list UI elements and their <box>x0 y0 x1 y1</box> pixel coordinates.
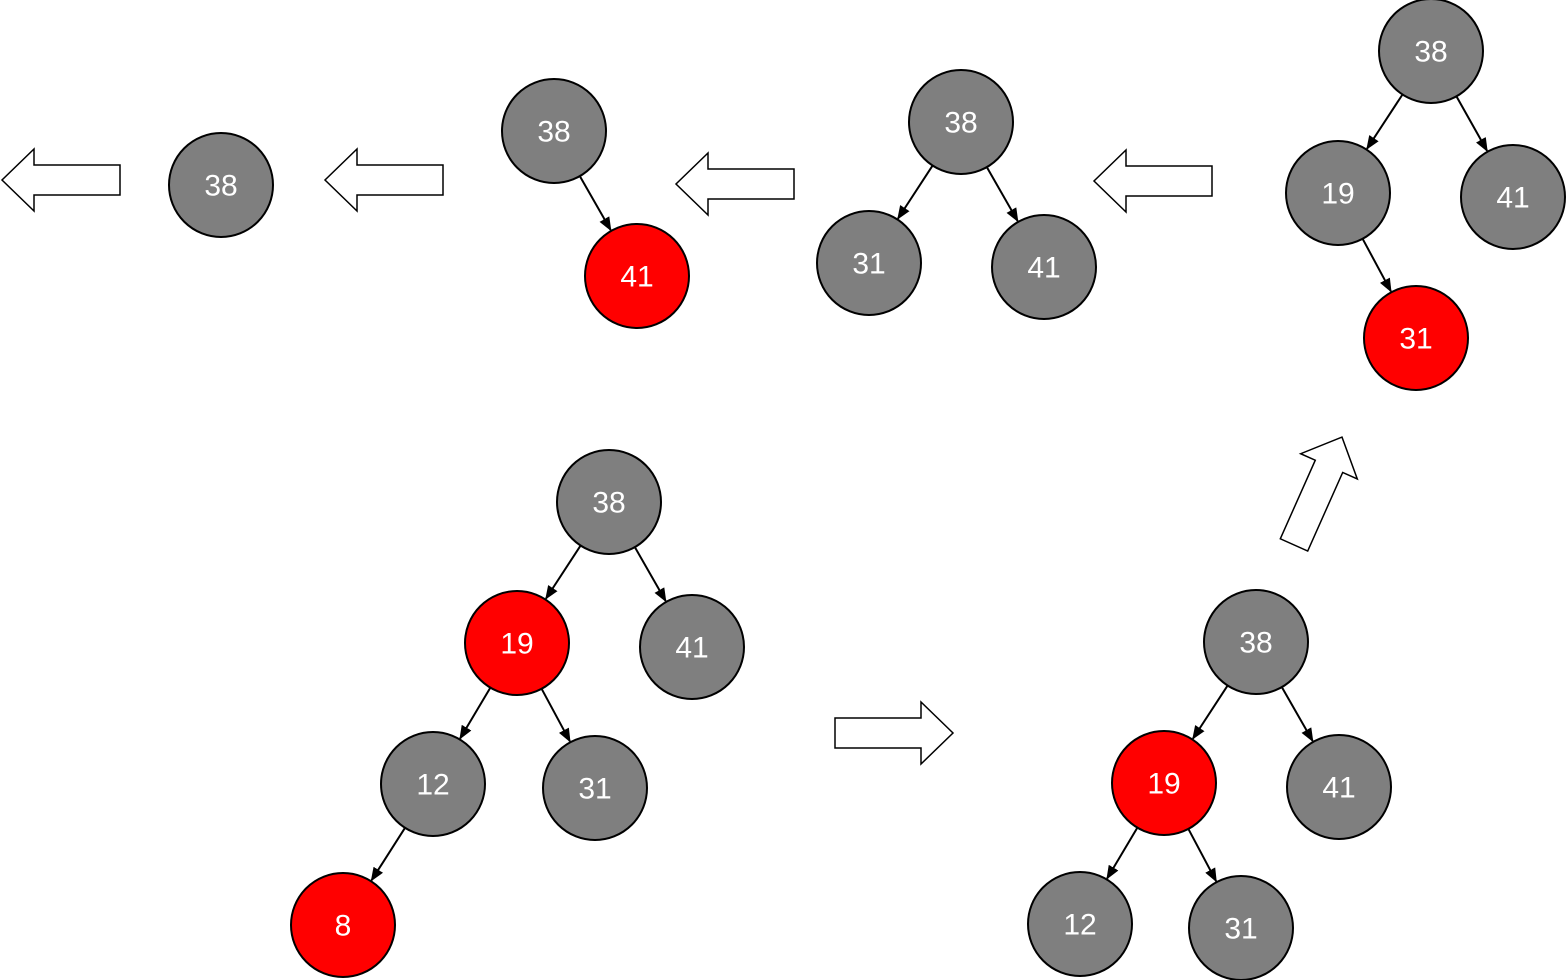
tree-edge <box>1187 828 1218 883</box>
node-label: 38 <box>1414 36 1447 69</box>
tree-node-31: 31 <box>542 735 648 841</box>
tree-node-38: 38 <box>556 449 662 555</box>
black-node-circle <box>556 449 662 555</box>
tree-edge <box>459 687 492 740</box>
black-node-circle <box>1027 871 1133 977</box>
tree-3-edges <box>897 165 1019 223</box>
black-node-circle <box>639 594 745 700</box>
tree-2: 38 41 <box>501 78 690 329</box>
node-label: 38 <box>204 170 237 203</box>
red-node-circle <box>464 590 570 696</box>
tree-edge <box>1106 827 1139 880</box>
tree-edge <box>1361 238 1392 293</box>
tree-6: 38 19 41 12 31 8 <box>290 449 745 978</box>
node-label: 38 <box>944 107 977 140</box>
black-node-circle <box>1188 875 1294 980</box>
tree-edge <box>1192 685 1229 740</box>
tree-node-41: 41 <box>1460 144 1566 250</box>
node-label: 41 <box>620 261 653 294</box>
node-label: 41 <box>675 632 708 665</box>
tree-node-19: 19 <box>464 590 570 696</box>
node-label: 31 <box>578 773 611 806</box>
node-label: 31 <box>1224 913 1257 946</box>
black-node-circle <box>1285 140 1391 246</box>
node-label: 41 <box>1027 252 1060 285</box>
node-label: 8 <box>335 910 352 943</box>
node-label: 12 <box>1063 909 1096 942</box>
black-node-circle <box>542 735 648 841</box>
red-node-circle <box>584 223 690 329</box>
black-node-circle <box>816 210 922 316</box>
node-label: 19 <box>1147 768 1180 801</box>
step-block-arrow-icon <box>834 700 955 766</box>
tree-edge <box>1366 93 1404 150</box>
black-node-circle <box>908 69 1014 175</box>
step-block-arrow-icon <box>674 151 795 217</box>
red-node-circle <box>290 872 396 978</box>
black-node-circle <box>991 214 1097 320</box>
node-label: 41 <box>1496 182 1529 215</box>
tree-node-12: 12 <box>1027 871 1133 977</box>
step-block-arrow-icon <box>1092 148 1213 214</box>
black-node-circle <box>168 132 274 238</box>
black-node-circle <box>1203 589 1309 695</box>
step-block-arrow-icon <box>323 147 444 213</box>
tree-node-41: 41 <box>584 223 690 329</box>
tree-edge <box>985 166 1019 223</box>
tree-edge <box>545 545 582 600</box>
tree-5: 38 19 41 12 31 <box>1027 589 1392 980</box>
tree-node-38: 38 <box>501 78 607 184</box>
tree-node-12: 12 <box>380 731 486 837</box>
node-label: 19 <box>1321 178 1354 211</box>
red-node-circle <box>1111 730 1217 836</box>
tree-6-edges <box>370 545 667 882</box>
node-label: 41 <box>1322 772 1355 805</box>
tree-edge <box>633 546 667 603</box>
tree-node-38: 38 <box>1203 589 1309 695</box>
node-label: 31 <box>852 248 885 281</box>
tree-node-19: 19 <box>1285 140 1391 246</box>
tree-node-38: 38 <box>1378 0 1484 104</box>
black-node-circle <box>1286 734 1392 840</box>
tree-node-41: 41 <box>1286 734 1392 840</box>
step-block-arrow-icon <box>0 147 121 213</box>
tree-4: 38 19 41 31 <box>1285 0 1566 391</box>
tree-node-31: 31 <box>1188 875 1294 980</box>
step-block-arrow-icon <box>1279 436 1359 552</box>
tree-4-edges <box>1361 93 1488 293</box>
tree-edge <box>540 688 571 743</box>
tree-2-edges <box>578 175 612 232</box>
node-label: 38 <box>592 487 625 520</box>
tree-node-41: 41 <box>991 214 1097 320</box>
tree-node-38: 38 <box>168 132 274 238</box>
tree-1: 38 <box>168 132 274 238</box>
tree-3: 38 31 41 <box>816 69 1097 320</box>
tree-node-38: 38 <box>908 69 1014 175</box>
node-label: 38 <box>537 116 570 149</box>
node-label: 38 <box>1239 627 1272 660</box>
tree-node-31: 31 <box>816 210 922 316</box>
tree-node-41: 41 <box>639 594 745 700</box>
black-node-circle <box>380 731 486 837</box>
tree-node-8: 8 <box>290 872 396 978</box>
tree-edge <box>370 827 406 882</box>
node-label: 19 <box>500 628 533 661</box>
black-node-circle <box>501 78 607 184</box>
node-label: 12 <box>416 769 449 802</box>
black-node-circle <box>1460 144 1566 250</box>
tree-edge <box>1280 686 1314 743</box>
tree-edge <box>897 165 934 220</box>
tree-node-19: 19 <box>1111 730 1217 836</box>
node-label: 31 <box>1399 323 1432 356</box>
tree-edge <box>578 175 612 232</box>
red-node-circle <box>1363 285 1469 391</box>
tree-5-edges <box>1106 685 1314 883</box>
tree-node-31: 31 <box>1363 285 1469 391</box>
tree-edge <box>1455 95 1488 153</box>
black-node-circle <box>1378 0 1484 104</box>
